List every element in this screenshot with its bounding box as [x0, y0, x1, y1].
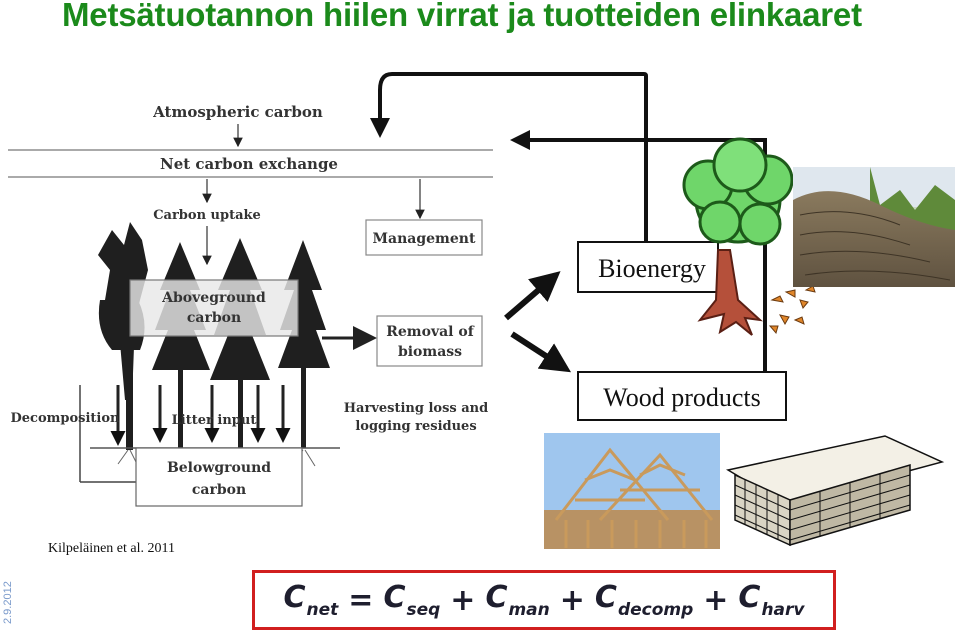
wood-products-box: [577, 371, 787, 421]
bioenergy-label: Bioenergy: [598, 254, 706, 283]
formula-term-decomp: Cdecomp: [594, 580, 694, 620]
net-exchange-label: Net carbon exchange: [160, 155, 338, 173]
belowground-box: [135, 447, 303, 507]
bioenergy-return-arrow: [370, 72, 648, 292]
management-box: [365, 219, 483, 256]
removal-label-1: Removal of: [386, 324, 474, 340]
product-lifecycle: Bioenergy Wood products: [370, 72, 955, 549]
bioenergy-box: [577, 241, 719, 293]
formula-term-man: Cman: [485, 580, 550, 620]
carbon-balance-formula: Cnet = Cseq + Cman + Cdecomp + Charv: [252, 570, 836, 630]
arrow-to-bioenergy: [504, 271, 561, 321]
wood-products-label: Wood products: [603, 383, 761, 412]
litter-arrows: [110, 385, 291, 446]
formula-plus-2: +: [559, 582, 585, 618]
formula-term-net: Cnet: [283, 580, 339, 620]
forest-carbon-figure: Atmospheric carbon Net carbon exchange C…: [8, 103, 493, 507]
removal-label-2: biomass: [398, 344, 462, 360]
trunk-1: [178, 368, 183, 448]
cartoon-tree-illustration: [682, 137, 794, 336]
aboveground-label-1: Aboveground: [161, 290, 266, 306]
atmospheric-carbon-label: Atmospheric carbon: [152, 103, 323, 121]
citation: Kilpeläinen et al. 2011: [48, 541, 175, 556]
formula-term-seq: Cseq: [383, 580, 441, 620]
log-pile-photo: [793, 167, 955, 287]
formula-plus-3: +: [703, 582, 729, 618]
house-frame-photo: [544, 433, 720, 549]
removal-box: [376, 315, 483, 367]
slide-date: 2.9.2012: [2, 581, 14, 624]
wood-chips-illustration: [768, 285, 816, 335]
belowground-label-2: carbon: [192, 482, 246, 498]
formula-term-harv: Charv: [738, 580, 805, 620]
trunk-dark: [126, 350, 133, 450]
arrow-to-wood-products: [510, 331, 572, 373]
lumber-stack-illustration: [725, 435, 945, 547]
aboveground-label-2: carbon: [187, 310, 241, 326]
formula-equals: =: [348, 582, 374, 618]
aboveground-box: [129, 279, 299, 337]
formula-plus-1: +: [450, 582, 476, 618]
carbon-uptake-label: Carbon uptake: [153, 208, 261, 223]
litter-input-label: Litter input: [172, 413, 257, 428]
trunk-2: [238, 378, 243, 448]
belowground-label-1: Belowground: [167, 460, 271, 476]
trunk-3: [301, 366, 306, 448]
management-label: Management: [373, 231, 476, 247]
harvest-label-1: Harvesting loss and: [344, 401, 488, 416]
harvest-label-2: logging residues: [355, 419, 476, 434]
decomposition-label: Decomposition: [11, 411, 121, 426]
slide-title: Metsätuotannon hiilen virrat ja tuotteid…: [62, 0, 862, 33]
